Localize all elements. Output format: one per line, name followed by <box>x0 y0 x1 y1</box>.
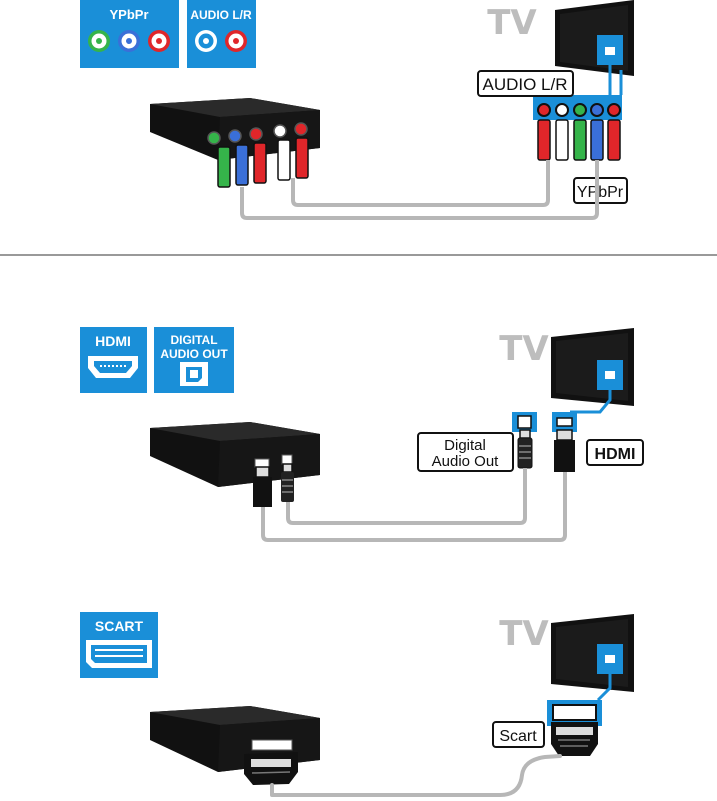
scart-port-icon <box>86 640 152 668</box>
box-hdmi-plug <box>253 466 272 507</box>
box-rca-plugs <box>217 137 309 188</box>
callout-digital-line2: Audio Out <box>432 453 500 470</box>
badge-scart: SCART <box>80 612 158 678</box>
audio-jacks-icon <box>195 30 247 52</box>
badge-hdmi-label: HDMI <box>95 333 131 349</box>
badge-ypbpr-label: YPbPr <box>109 7 148 22</box>
box-scart-plug <box>244 752 298 785</box>
hdmi-plug-icon <box>554 429 575 472</box>
callout-scart: Scart <box>492 721 545 748</box>
tv-label: TV <box>499 614 549 654</box>
tv-icon <box>555 0 634 95</box>
section-hdmi: HDMI DIGITAL AUDIO OUT TV <box>80 327 644 542</box>
badge-scart-label: SCART <box>95 618 144 634</box>
badge-digital-line2: AUDIO OUT <box>160 347 228 361</box>
tv-label: TV <box>487 3 537 43</box>
badge-hdmi: HDMI <box>80 327 147 393</box>
box-optical-plug <box>281 463 294 502</box>
tv-hdmi-port <box>552 412 577 432</box>
badge-ypbpr: YPbPr <box>80 0 179 68</box>
callout-audio-lr: AUDIO L/R <box>477 70 574 97</box>
badge-audio-lr: AUDIO L/R <box>187 0 256 68</box>
callout-audio-label: AUDIO L/R <box>482 75 567 94</box>
tv-component-panel <box>533 70 623 120</box>
callout-ypbpr-label: YPbPr <box>577 184 624 201</box>
rca-plug-icon <box>537 119 621 161</box>
set-top-box-icon <box>150 98 320 160</box>
section-scart: SCART TV Scart <box>80 612 634 797</box>
ypbpr-jacks-icon <box>88 30 170 52</box>
cables-hdmi <box>261 468 567 542</box>
badge-digital-audio: DIGITAL AUDIO OUT <box>154 327 234 393</box>
cable-scart <box>270 754 562 797</box>
tv-optical-port <box>512 412 537 432</box>
cables-ypbpr <box>240 160 599 220</box>
callout-ypbpr: YPbPr <box>573 177 628 204</box>
badge-digital-line1: DIGITAL <box>170 333 217 347</box>
badge-audio-label: AUDIO L/R <box>190 8 252 22</box>
tv-icon <box>551 328 634 414</box>
callout-digital-line1: Digital <box>444 437 486 454</box>
tv-icon <box>551 614 634 702</box>
optical-plug-icon <box>517 429 533 469</box>
tv-label: TV <box>499 329 549 369</box>
section-ypbpr: YPbPr AUDIO L/R TV <box>80 0 634 220</box>
hdmi-port-icon <box>88 356 138 378</box>
callout-hdmi-label: HDMI <box>595 446 636 463</box>
callout-scart-label: Scart <box>499 728 537 745</box>
tv-scart-port <box>547 700 602 726</box>
callout-hdmi: HDMI <box>586 439 644 466</box>
scart-plug-icon <box>551 722 598 756</box>
set-top-box-icon <box>150 422 320 487</box>
callout-digital-audio: Digital Audio Out <box>417 432 514 472</box>
optical-port-icon <box>180 362 208 386</box>
